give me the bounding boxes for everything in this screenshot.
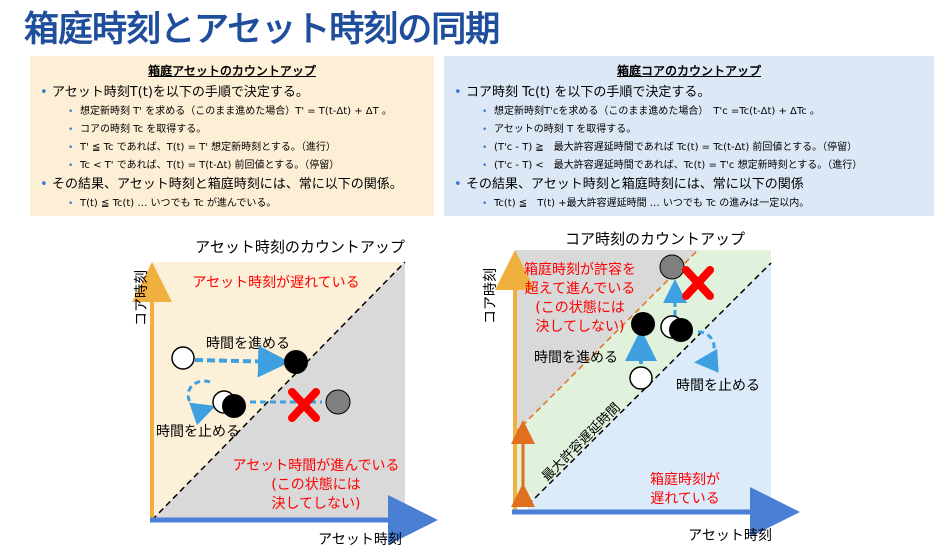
stop-label: 時間を止める — [676, 378, 760, 394]
list-item: T(t) ≦ Tc(t) … いつでも Tc が進んでいる。 — [38, 195, 426, 213]
core-lagging-region — [528, 263, 771, 512]
stop-loop-arrow — [186, 379, 216, 426]
candidate-time-dot — [659, 254, 685, 280]
core-countup-list: コア時刻 Tc(t) を以下の手順で決定する。 想定新時刻T'cを求める（このま… — [452, 83, 926, 213]
list-item: その結果、アセット時刻と箱庭時刻には、常に以下の関係。 — [38, 175, 426, 195]
y-axis-label: コア時刻 — [134, 270, 150, 326]
candidate-time-dot — [325, 389, 351, 415]
asset-countup-diagram: アセット時刻のカウントアップ アセット時刻 コア時刻 アセット時刻が遅れている … — [132, 238, 438, 548]
advance-label: 時間を進める — [534, 350, 618, 366]
lower-note-line: 決してしない) — [271, 496, 360, 512]
held-time-dot — [222, 394, 246, 418]
held-time-dot — [669, 318, 693, 342]
x-axis-label: アセット時刻 — [688, 528, 772, 544]
asset-countup-list: アセット時刻T(t)を以下の手順で決定する。 想定新時刻 T' を求める（このま… — [38, 83, 426, 213]
list-item: T' ≦ Tc であれば、T(t) = T' 想定新時刻とする。（進行） — [38, 139, 426, 157]
core-countup-box: 箱庭コアのカウントアップ コア時刻 Tc(t) を以下の手順で決定する。 想定新… — [444, 56, 934, 216]
list-item: 想定新時刻 T' を求める（このまま進めた場合）T' = T(t-Δt) + Δ… — [38, 103, 426, 121]
previous-time-dot — [629, 366, 653, 390]
upper-note-line: 箱庭時刻が許容を — [524, 261, 636, 278]
x-axis-label: アセット時刻 — [318, 532, 402, 548]
lower-note-line: 遅れている — [650, 491, 720, 507]
list-item: (T'c - T) ≧ 最大許容遅延時間であれば Tc(t) = Tc(t-Δt… — [452, 139, 926, 157]
core-countup-diagram: コア時刻のカウントアップ アセット時刻 コア時刻 箱庭時刻が許容を 超えて進んで… — [483, 230, 800, 544]
advance-label: 時間を進める — [206, 336, 290, 352]
list-item: Tc(t) ≦ T(t) +最大許容遅延時間 … いつでも Tc の進みは一定以… — [452, 195, 926, 213]
previous-time-dot — [171, 346, 195, 370]
list-item: その結果、アセット時刻と箱庭時刻には、常に以下の関係 — [452, 175, 926, 195]
upper-note-line: (この状態には — [535, 300, 624, 316]
list-item: 想定新時刻T'cを求める（このまま進めた場合） T'c =Tc(t-Δt) + … — [452, 103, 926, 121]
page-title: 箱庭時刻とアセット時刻の同期 — [24, 10, 500, 50]
diagram-title: コア時刻のカウントアップ — [565, 230, 745, 248]
lower-note-line: (この状態には — [271, 477, 360, 493]
lower-note-line: 箱庭時刻が — [650, 471, 720, 488]
diagram-title: アセット時刻のカウントアップ — [195, 238, 405, 256]
asset-countup-box: 箱庭アセットのカウントアップ アセット時刻T(t)を以下の手順で決定する。 想定… — [30, 56, 434, 216]
core-countup-heading: 箱庭コアのカウントアップ — [616, 64, 761, 78]
list-item: アセットの時刻 T を取得する。 — [452, 121, 926, 139]
upper-note: アセット時刻が遅れている — [192, 275, 359, 291]
stop-label: 時間を止める — [156, 424, 240, 440]
new-time-dot — [284, 350, 308, 374]
upper-note-line: 決してしない) — [535, 319, 624, 335]
stop-loop-arrow — [694, 330, 719, 373]
list-item: アセット時刻T(t)を以下の手順で決定する。 — [38, 83, 426, 103]
advance-arrow — [194, 345, 290, 378]
list-item: コア時刻 Tc(t) を以下の手順で決定する。 — [452, 83, 926, 103]
list-item: (T'c - T) < 最大許容遅延時間であれば、Tc(t) = T'c 想定新… — [452, 157, 926, 175]
upper-note-line: 超えて進んでいる — [525, 281, 636, 297]
reject-cross-icon — [288, 388, 320, 422]
y-axis-label: コア時刻 — [483, 268, 499, 324]
reject-cross-icon — [682, 266, 714, 300]
list-item: Tc < T' であれば、T(t) = T(t-Δt) 前回値とする。（停留） — [38, 157, 426, 175]
diagonal-line — [151, 261, 406, 521]
asset-countup-heading: 箱庭アセットのカウントアップ — [148, 64, 316, 78]
lower-note-line: アセット時間が進んでいる — [232, 458, 399, 474]
new-time-dot — [631, 312, 655, 336]
list-item: コアの時刻 Tc を取得する。 — [38, 121, 426, 139]
